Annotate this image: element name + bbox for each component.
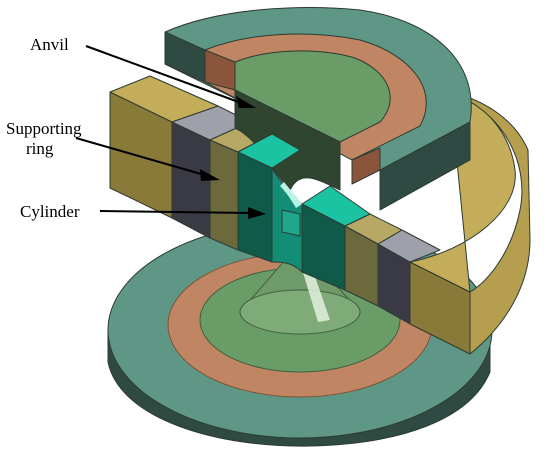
cylinder-left-face <box>237 151 273 263</box>
lower-cone-base <box>239 289 361 335</box>
supporting-ring-callout-arrowhead <box>200 169 220 181</box>
lower-anvil-assembly <box>107 221 493 447</box>
upper-copper-cut-right <box>351 147 381 185</box>
cylinder-top-right <box>301 185 371 227</box>
cylinder-top-left <box>237 133 301 169</box>
right-gold-block-outer <box>449 91 531 355</box>
upper-anvil-assembly <box>164 7 472 211</box>
supporting-ring-callout-line <box>75 137 209 177</box>
anvil-callout-arrowhead <box>236 96 256 108</box>
callout-arrows <box>75 45 266 219</box>
anvil-callout-line <box>85 45 245 105</box>
middle-assembly <box>109 75 531 355</box>
cylinder-bore-highlight <box>280 182 302 208</box>
inner-gold-left <box>209 139 239 251</box>
cylinder-label: Cylinder <box>20 202 80 221</box>
cylinder-callout-arrowhead <box>248 207 266 219</box>
anvil-label: Anvil <box>30 35 69 54</box>
supporting-ring-label-line2: ring <box>26 139 54 158</box>
cylinder-assembly <box>237 133 371 291</box>
supporting-ring-label-line1: Supporting <box>6 119 82 138</box>
cylinder-neck <box>281 209 301 237</box>
upper-inner-disc <box>234 50 391 143</box>
cylinder-callout-line <box>99 210 253 214</box>
